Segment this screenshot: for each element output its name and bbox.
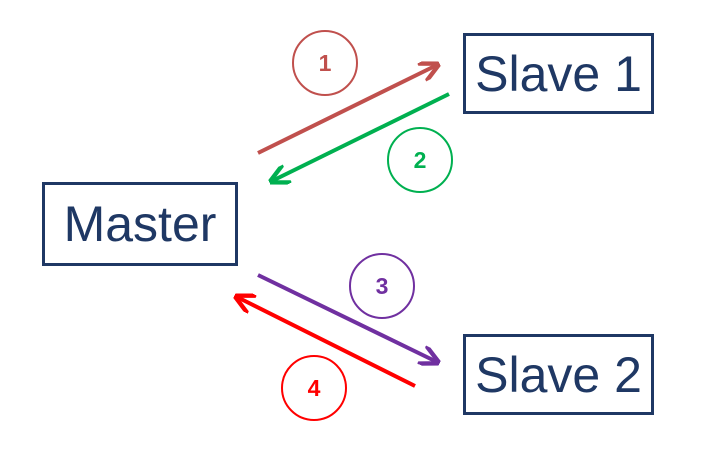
step-1-number: 1	[318, 49, 332, 76]
step-4-number: 4	[307, 374, 321, 401]
slave1-label: Slave 1	[475, 45, 642, 102]
step-3-circle: 3	[349, 253, 415, 319]
arrow-slave2-to-master	[237, 297, 416, 388]
step-4-circle: 4	[281, 355, 347, 421]
step-2-number: 2	[413, 146, 427, 173]
step-1-circle: 1	[292, 30, 358, 96]
slave2-node: Slave 2	[463, 334, 654, 415]
arrow-master-to-slave1	[257, 65, 437, 155]
arrow-slave1-to-master	[272, 92, 450, 181]
step-3-number: 3	[375, 272, 389, 299]
master-node: Master	[42, 182, 238, 266]
arrow-master-to-slave2	[257, 273, 437, 362]
step-2-circle: 2	[387, 127, 453, 193]
master-label: Master	[63, 196, 217, 252]
slave1-node: Slave 1	[463, 33, 654, 114]
slave2-label: Slave 2	[475, 346, 642, 403]
